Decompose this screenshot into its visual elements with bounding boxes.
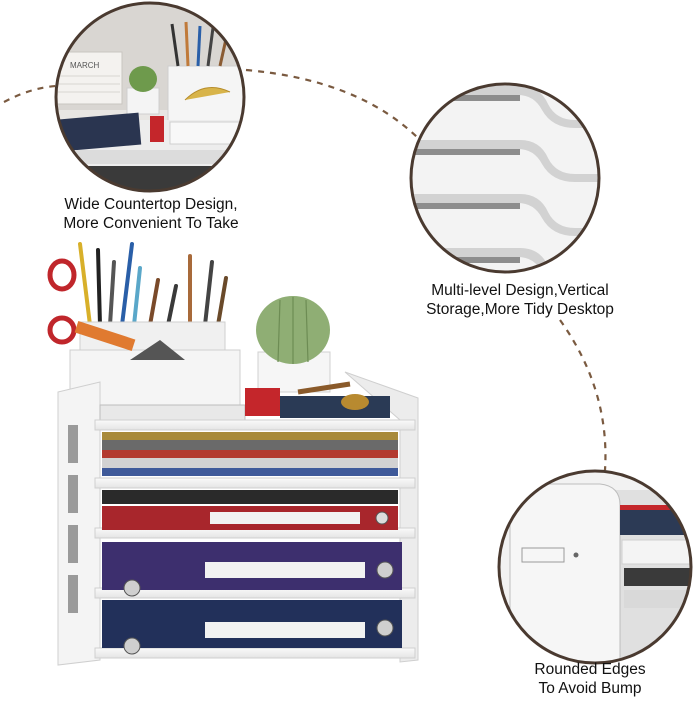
- desk-organizer: [47, 242, 419, 666]
- caption-countertop-line2: More Convenient To Take: [63, 215, 239, 232]
- organizer-right-panel: [344, 371, 419, 663]
- black-file-stack: [102, 490, 398, 504]
- connector-right: [559, 319, 607, 471]
- scissors: [47, 258, 77, 345]
- caption-countertop-line1: Wide Countertop Design,: [64, 196, 238, 213]
- multilevel-detail-circle: [409, 82, 601, 274]
- calendar-label: MARCH: [70, 61, 100, 70]
- organizer-left-panel: [57, 381, 101, 666]
- connector-top: [245, 68, 421, 141]
- notebook: [280, 396, 390, 418]
- binder-purple: [102, 542, 402, 597]
- caption-multilevel-line1: Multi-level Design,Vertical: [431, 282, 609, 299]
- binder-navy: [102, 600, 402, 655]
- pens-and-pencils: [78, 242, 228, 327]
- countertop-detail-circle: MARCH: [54, 1, 246, 193]
- binder-red: [102, 506, 398, 530]
- paper-stack: [102, 432, 398, 476]
- caption-countertop: Wide Countertop Design, More Convenient …: [48, 195, 254, 233]
- caption-rounded-edges-line2: To Avoid Bump: [538, 680, 642, 697]
- caption-rounded-edges: Rounded Edges To Avoid Bump: [520, 660, 660, 698]
- caption-rounded-edges-line1: Rounded Edges: [534, 661, 646, 678]
- connector-lines: [3, 68, 607, 471]
- stapler: [245, 388, 280, 416]
- caption-multilevel-line2: Storage,More Tidy Desktop: [426, 301, 614, 318]
- rounded-edges-detail-circle: [497, 469, 693, 665]
- caption-multilevel: Multi-level Design,Vertical Storage,More…: [410, 281, 630, 319]
- connector-left: [3, 84, 57, 103]
